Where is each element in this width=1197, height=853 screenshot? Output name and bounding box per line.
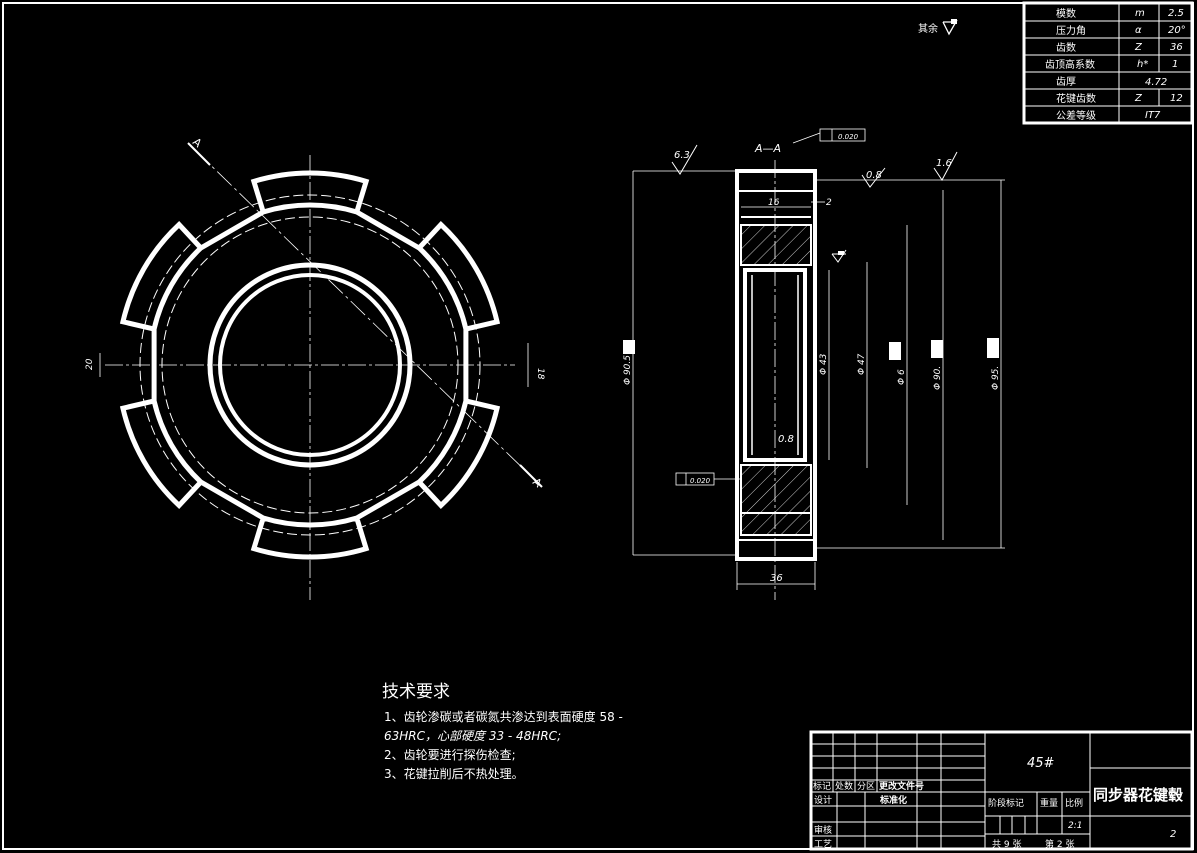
hatch-bottom: [740, 464, 812, 536]
weight-label: 重量: [1040, 797, 1058, 809]
roughness-other-label: 其余: [918, 22, 938, 35]
param-name-3: 齿顶高系数: [1045, 58, 1095, 71]
hub-body: [735, 169, 817, 561]
process-label: 工艺: [814, 839, 832, 850]
dim-bottom: 36: [770, 573, 783, 584]
tol-frame-top: [819, 128, 866, 142]
tech-req-line-0: 1、齿轮渗碳或者碳氮共渗达到表面硬度 58 -: [384, 709, 623, 724]
roughness-0: 6.3: [674, 150, 690, 161]
header-label-1: 处数: [835, 780, 853, 792]
tol-left: 0.020: [690, 477, 711, 485]
param-table: 模数 m 2.5 压力角 α 20° 齿数 Z 36 齿顶高系数 h* 1 齿厚…: [1022, 1, 1194, 125]
param-name-5: 花键齿数: [1056, 92, 1096, 105]
param-symbol-2: Z: [1134, 42, 1143, 53]
tech-requirements: 技术要求 1、齿轮渗碳或者碳氮共渗达到表面硬度 58 - 63HRC，心部硬度 …: [382, 682, 623, 781]
designer-label: 设计: [814, 794, 832, 806]
param-symbol-1: α: [1135, 25, 1142, 36]
sheets-text: 共 9 张: [992, 839, 1021, 850]
tech-req-line-3: 3、花键拉削后不热处理。: [384, 766, 524, 781]
header-label-3: 更改文件号: [879, 780, 924, 792]
sheet-no-text: 第 2 张: [1045, 838, 1074, 850]
dim-v-4: Φ 90.: [933, 366, 943, 390]
hatch-top: [740, 224, 812, 266]
param-value-4: 4.72: [1145, 77, 1167, 88]
param-name-2: 齿数: [1056, 41, 1076, 54]
tech-req-title: 技术要求: [382, 682, 450, 702]
stage-label: 阶段标记: [988, 797, 1024, 809]
dim-v-3: Φ 6: [897, 369, 907, 385]
material: 45#: [1027, 756, 1055, 771]
param-name-1: 压力角: [1056, 24, 1086, 37]
dim-v-1: Φ 43: [819, 353, 829, 375]
review-label: 审核: [814, 824, 832, 836]
dim-right: 18: [535, 368, 545, 380]
section-view: A—A 0.020 6.3 0.8 1.6 0.8: [623, 128, 1005, 600]
tol-top: 0.020: [838, 133, 859, 141]
param-symbol-0: m: [1135, 8, 1145, 19]
tech-req-line-1: 63HRC，心部硬度 33 - 48HRC;: [384, 729, 561, 743]
param-symbol-5: Z: [1134, 93, 1143, 104]
outer-ring: [119, 170, 501, 560]
param-value-0: 2.5: [1168, 8, 1184, 19]
bore-outer: [207, 262, 413, 468]
param-name-4: 齿厚: [1056, 76, 1076, 88]
dim-left: 20: [85, 358, 95, 370]
bore-inner: [218, 273, 402, 457]
dim-v-0: Φ 90.5: [623, 355, 633, 385]
param-value-6: IT7: [1145, 110, 1161, 121]
section-title: A—A: [754, 142, 781, 155]
roughness-2: 1.6: [936, 158, 952, 169]
dim-width-top: 16: [768, 198, 780, 208]
param-value-2: 36: [1170, 42, 1183, 53]
param-value-1: 20°: [1168, 25, 1186, 36]
roughness-1: 0.8: [866, 170, 882, 181]
param-symbol-3: h*: [1137, 59, 1148, 70]
title-block: 45# 同步器花键毂 2 标记 处数 分区 更改文件号 设计 标准化 审核 工艺…: [809, 730, 1194, 851]
tech-req-line-2: 2、齿轮要进行探伤检查;: [384, 747, 516, 762]
roughness-3: 0.8: [778, 434, 794, 445]
roughness-other: 其余: [918, 19, 958, 36]
param-value-5: 12: [1170, 93, 1183, 104]
front-view: A A 20 18: [85, 135, 545, 600]
dim-v-2: Φ 47: [857, 353, 867, 375]
param-name-0: 模数: [1056, 7, 1076, 20]
scale-value: 2:1: [1068, 821, 1082, 831]
header-label-2: 分区: [857, 781, 875, 792]
part-name: 同步器花键毂: [1093, 786, 1183, 804]
param-name-6: 公差等级: [1056, 109, 1096, 122]
header-label-0: 标记: [813, 780, 831, 792]
dim-step: 2: [826, 198, 832, 208]
dim-v-5: Φ 95.: [991, 366, 1001, 390]
param-value-3: 1: [1172, 59, 1178, 70]
drawing-no: 2: [1170, 829, 1176, 840]
scale-label: 比例: [1065, 797, 1083, 809]
designer-value: 标准化: [879, 794, 907, 806]
